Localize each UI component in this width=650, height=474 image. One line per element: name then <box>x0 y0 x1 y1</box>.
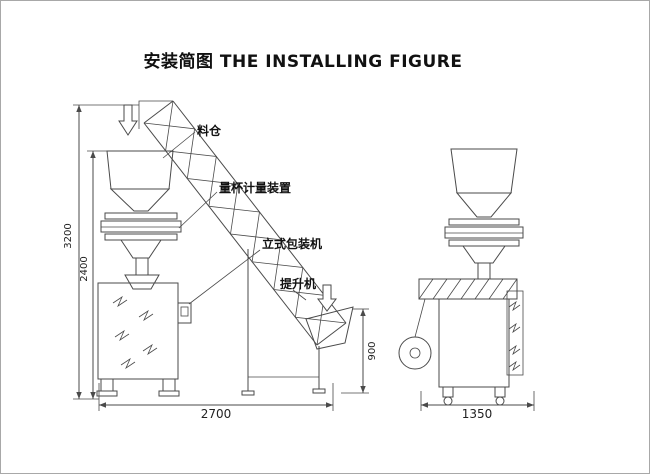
tray-hatch <box>418 278 518 300</box>
dim-total-height-label: 3200 <box>63 223 74 248</box>
callout-measuring-device: 量杯计量装置 <box>178 180 291 229</box>
callout-leader <box>188 249 261 305</box>
measuring-disc <box>444 226 524 239</box>
callout-leader <box>162 131 196 159</box>
callout-hopper: 料仓 <box>162 123 222 159</box>
measuring-funnel <box>120 239 162 259</box>
right-view: 1350 <box>398 148 535 421</box>
elevator-conveyor <box>118 100 354 396</box>
measuring-disc <box>100 220 182 233</box>
conveyor-foot <box>241 390 255 396</box>
film-roll <box>398 298 432 370</box>
forming-collar <box>124 274 160 290</box>
measuring-funnel <box>462 245 506 264</box>
conveyor-top-cap <box>143 100 174 124</box>
drop-tube <box>477 262 491 280</box>
film-roll-outer <box>398 336 432 370</box>
side-vibrating-tray <box>418 278 518 300</box>
dim-layout-width: 2700 <box>98 383 334 421</box>
machine-cabinet <box>97 282 179 380</box>
film-roll-core <box>409 347 421 359</box>
hopper-cylinder <box>450 148 518 194</box>
callout-vertical-packer-label: 立式包装机 <box>262 236 322 251</box>
conveyor-lattice <box>143 122 325 346</box>
page-title: 安装简图 THE INSTALLING FIGURE <box>143 52 463 72</box>
callout-elevator: 提升机 <box>280 276 316 301</box>
film-panel <box>506 290 524 376</box>
side-measuring-device <box>444 218 524 280</box>
film-marks <box>508 300 521 372</box>
dim-elevator-feed-height: 900 <box>341 308 378 394</box>
callout-leader <box>178 191 218 229</box>
dim-machine-height: 2400 <box>79 150 109 399</box>
conveyor-bottom-cap <box>316 322 347 346</box>
measuring-disc <box>448 239 520 247</box>
control-box <box>177 302 192 324</box>
callout-hopper-label: 料仓 <box>197 123 222 138</box>
measuring-cup-device <box>100 212 182 290</box>
machine-leg <box>494 386 506 398</box>
callout-elevator-label: 提升机 <box>280 276 316 291</box>
film-marks <box>112 295 158 370</box>
film-roll-bracket <box>414 298 426 338</box>
dim-side-view-width-label: 1350 <box>462 407 493 421</box>
callout-leader <box>292 289 307 301</box>
conveyor-head-spout <box>138 100 173 129</box>
hopper-cylinder <box>106 150 174 190</box>
measuring-disc <box>104 233 178 241</box>
elevator-intake-hopper <box>305 306 354 350</box>
dim-elevator-feed-height-label: 900 <box>367 341 378 360</box>
side-machine-body <box>438 290 524 406</box>
control-box-screen <box>180 306 189 317</box>
hopper-cone <box>109 188 171 212</box>
caster-wheel <box>443 396 453 406</box>
side-material-hopper <box>450 148 518 218</box>
dim-total-height: 3200 <box>63 104 139 400</box>
dim-layout-width-label: 2700 <box>201 407 232 421</box>
dim-side-view-width: 1350 <box>420 391 535 421</box>
callout-measuring-device-label: 量杯计量装置 <box>219 180 291 195</box>
feed-down-arrow-icon <box>118 104 138 136</box>
machine-foot <box>158 390 180 397</box>
machine-leg <box>442 386 454 398</box>
hopper-cone <box>455 192 513 218</box>
machine-cabinet <box>438 298 510 388</box>
measuring-disc <box>448 218 520 226</box>
left-view: 3200 2400 <box>63 100 378 421</box>
conveyor-foot <box>312 388 326 394</box>
machine-leg <box>100 378 114 392</box>
material-hopper <box>106 150 174 212</box>
machine-leg <box>162 378 176 392</box>
dim-machine-height-label: 2400 <box>79 256 90 281</box>
packing-machine-body <box>96 282 192 397</box>
conveyor-lattice <box>165 100 347 324</box>
callout-vertical-packer: 立式包装机 <box>188 236 322 305</box>
drop-tube <box>135 257 149 276</box>
machine-foot <box>96 390 118 397</box>
measuring-disc <box>104 212 178 220</box>
caster-wheel <box>495 396 505 406</box>
elevator-feed-arrow-icon <box>317 284 337 312</box>
